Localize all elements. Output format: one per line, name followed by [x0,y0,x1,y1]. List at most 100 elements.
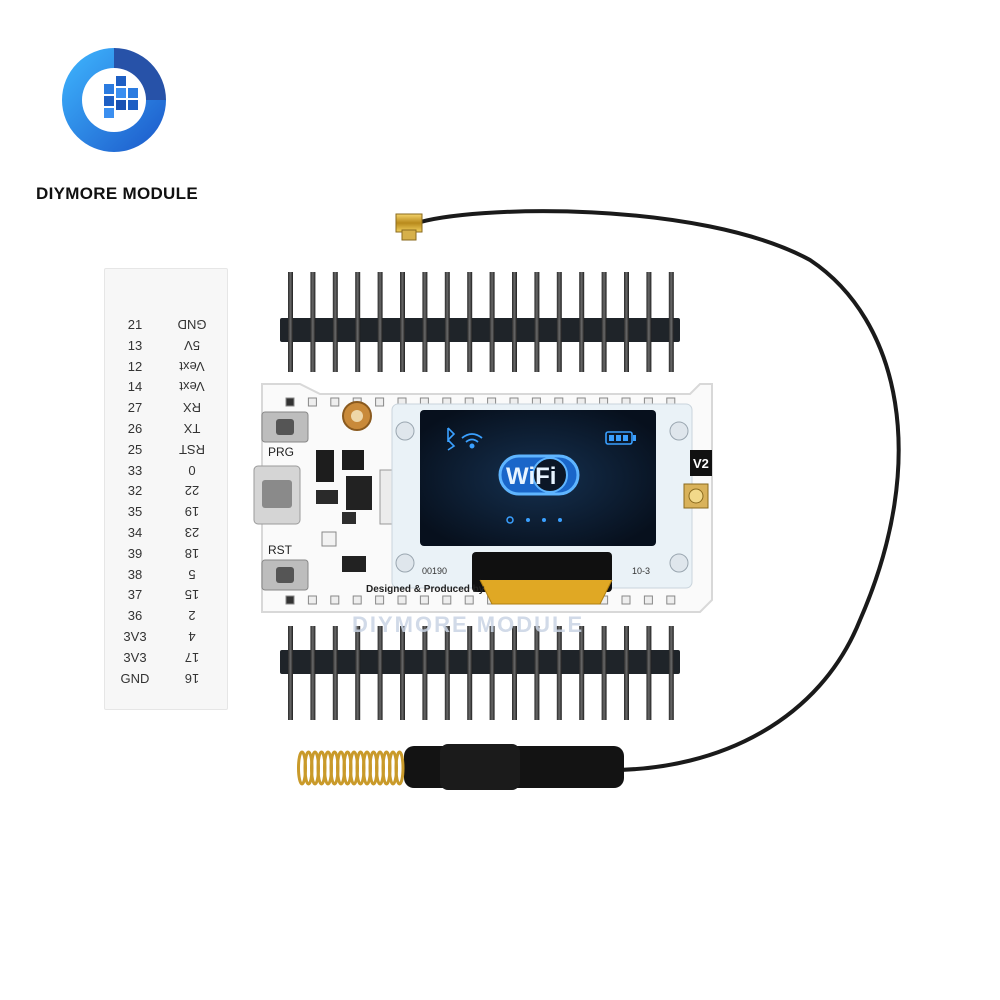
pin-label-left: 39 [127,545,143,561]
spring-antenna [297,744,624,790]
battery-icon [605,431,636,445]
oled-display: WiFi [420,410,656,546]
pin-label-left: 12 [127,358,143,374]
pcb-hole [464,595,474,605]
diymore-logo-icon [62,48,166,152]
bluetooth-icon [447,427,456,451]
header-pin [377,626,383,720]
header-pin [579,626,585,720]
header-pin [288,626,293,720]
header-pin [646,626,652,720]
prg-label: PRG [268,445,294,459]
svg-text:WiFi: WiFi [506,463,556,490]
pin-label-left: 35 [127,504,143,520]
wifi-signal-icon [461,433,483,449]
pcb-board: PRG RST [253,383,713,613]
prg-button[interactable] [261,411,309,443]
header-pin [579,272,585,372]
pin-label-left: 27 [127,400,143,416]
header-pin [355,272,361,372]
header-pin [512,272,517,372]
pcb-hole [307,595,317,605]
pin-label-left: 13 [127,337,143,353]
watermark-text: DIYMORE MODULE [352,612,584,637]
ufl-connector [683,483,709,509]
header-pin [444,272,450,372]
chip-code-left: 00190 [422,566,447,576]
pcb-hole [375,397,385,407]
header-pin [668,626,674,720]
loading-dots [506,516,562,524]
pin-label-left: 3V3 [123,649,147,665]
pcb-hole [419,595,429,605]
pcb-hole [330,397,340,407]
header-pin [400,272,405,372]
pin-label-left: 34 [127,525,143,540]
header-pin [467,626,473,720]
silkscreen-text: Designed & Produced by [366,584,485,595]
top-pin-header [280,272,680,372]
pin-label-left: 3V3 [123,629,147,644]
pin-label-left: 25 [127,441,143,457]
header-pin [422,626,428,720]
pin-label-left: 14 [127,379,143,395]
pin-label-left: 37 [127,587,143,603]
pcb-hole [442,595,452,605]
pin-label-left: 38 [127,566,143,582]
header-pin [355,626,361,720]
pcb-hole [397,595,407,605]
pin-label-left: 36 [127,608,143,624]
header-pin [624,272,629,372]
wifi-logo: WiFi [498,454,580,496]
header-pin [556,626,562,720]
header-pin [377,272,383,372]
version-label: V2 [693,456,709,471]
mounting-holes [395,421,689,573]
antenna-cable [395,209,901,772]
header-pin [601,272,607,372]
usb-port[interactable] [253,465,301,525]
pcb-hole [285,397,295,407]
header-pin [624,626,629,720]
header-pin [310,626,316,720]
pcb-hole [375,595,385,605]
header-pin [400,626,405,720]
header-pin [601,626,607,720]
header-pin [556,272,562,372]
header-pin [288,272,293,372]
header-pin [489,626,495,720]
pin-label-left: 33 [127,462,143,478]
header-pin [534,626,540,720]
header-pin [332,626,338,720]
header-pin [444,626,450,720]
pin-label-left: GND [120,670,150,686]
header-pin [668,272,674,372]
brand-name: DIYMORE MODULE [36,184,198,203]
header-pin [512,626,517,720]
pin-label-left: 32 [127,483,143,499]
pcb-hole [621,595,631,605]
rst-button[interactable] [261,559,309,591]
smd-components [316,401,395,572]
header-pin [467,272,473,372]
pin-label-left: 21 [127,317,143,332]
header-pin [534,272,540,372]
header-pin [489,272,495,372]
